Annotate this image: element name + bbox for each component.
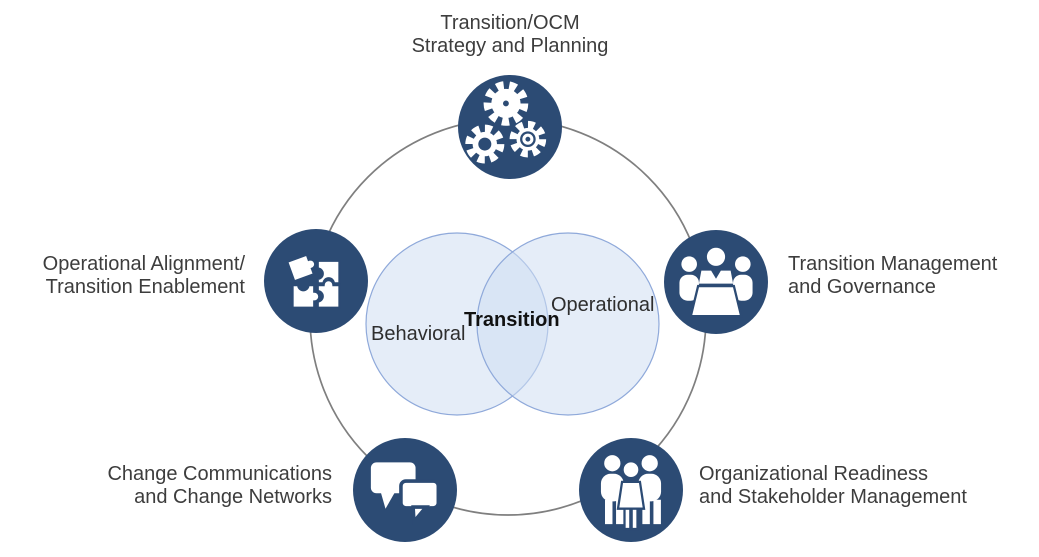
- label-governance-line1: Transition Management: [788, 253, 998, 275]
- node-alignment: [264, 229, 368, 333]
- label-alignment-line2: Transition Enablement: [45, 276, 245, 298]
- label-governance: Transition Management and Governance: [788, 253, 997, 299]
- label-communications-line2: and Change Networks: [134, 486, 332, 508]
- node-governance: [664, 230, 768, 334]
- speech-bubbles-icon: [370, 462, 441, 527]
- node-circle: [264, 229, 368, 333]
- label-strategy-line1: Transition/OCM: [440, 12, 580, 34]
- puzzle-icon: [285, 252, 341, 310]
- label-alignment: Operational Alignment/ Transition Enable…: [43, 253, 245, 299]
- label-governance-line2: and Governance: [788, 276, 936, 298]
- label-communications-line1: Change Communications: [107, 463, 332, 485]
- label-readiness: Organizational Readiness and Stakeholder…: [699, 463, 967, 509]
- label-strategy: Transition/OCM Strategy and Planning: [412, 12, 609, 58]
- venn-label-operational: Operational: [551, 294, 655, 316]
- venn-diagram: [365, 232, 660, 416]
- venn-label-behavioral: Behavioral: [371, 323, 466, 345]
- node-strategy: [458, 75, 562, 179]
- people-group-icon: [600, 455, 662, 531]
- meeting-table-icon: [679, 247, 753, 318]
- label-readiness-line1: Organizational Readiness: [699, 463, 929, 485]
- label-readiness-line2: and Stakeholder Management: [699, 486, 967, 508]
- node-readiness: [579, 438, 683, 542]
- label-strategy-line2: Strategy and Planning: [411, 35, 609, 57]
- label-communications: Change Communications and Change Network…: [107, 463, 332, 509]
- label-alignment-line1: Operational Alignment/: [42, 253, 245, 275]
- gears-icon: [465, 81, 547, 164]
- venn-label-transition: Transition: [464, 309, 560, 331]
- node-communications: [353, 438, 457, 542]
- venn-operational-circle: [476, 232, 660, 416]
